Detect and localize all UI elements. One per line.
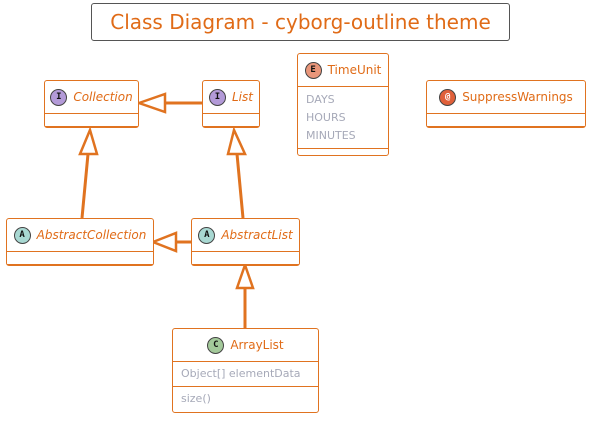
fields-section: Object[] elementData [173, 361, 318, 386]
class-header: C ArrayList [173, 329, 318, 361]
arrowhead-arraylist-abstractlist [235, 261, 255, 290]
class-name: ArrayList [230, 338, 284, 352]
edge-abstractlist-list [235, 153, 245, 219]
methods-section [203, 126, 259, 139]
abstract-icon: A [13, 226, 31, 244]
arrowhead-list-collection [135, 92, 167, 114]
interface-icon: I [50, 88, 68, 106]
annotation-icon: @ [439, 88, 457, 106]
methods-section [427, 126, 585, 139]
class-header: E TimeUnit [298, 54, 388, 86]
methods-section [7, 264, 153, 277]
class-name: Collection [73, 90, 133, 104]
fields-section [203, 113, 259, 126]
fields-section [427, 113, 585, 126]
class-header: I List [203, 81, 259, 113]
class-name: List [232, 90, 253, 104]
class-name: SuppressWarnings [462, 90, 573, 104]
enum-value: DAYS [306, 93, 335, 106]
class-abstractcollection[interactable]: A AbstractCollection [6, 218, 154, 266]
class-list[interactable]: I List [202, 80, 260, 128]
edge-abstractcollection-collection [80, 153, 90, 219]
class-name: AbstractCollection [36, 228, 147, 242]
class-collection[interactable]: I Collection [44, 80, 139, 128]
methods-section [298, 148, 388, 161]
arrowhead-abstractcollection-collection [78, 126, 99, 156]
class-arraylist[interactable]: C ArrayList Object[] elementData size() [172, 328, 319, 413]
interface-icon: I [209, 88, 226, 106]
class-header: A AbstractList [192, 219, 299, 251]
class-header: @ SuppressWarnings [427, 81, 585, 113]
method: size() [181, 392, 211, 405]
class-name: TimeUnit [327, 63, 382, 77]
enum-icon: E [304, 61, 322, 79]
diagram-title-box: Class Diagram - cyborg-outline theme [91, 3, 510, 41]
abstract-icon: A [198, 226, 216, 244]
annotation-suppresswarnings[interactable]: @ SuppressWarnings [426, 80, 586, 128]
fields-section [192, 251, 299, 264]
class-name: AbstractList [221, 228, 293, 242]
diagram-title: Class Diagram - cyborg-outline theme [110, 10, 491, 34]
enum-value: HOURS [306, 111, 346, 124]
enum-timeunit[interactable]: E TimeUnit DAYS HOURS MINUTES [297, 53, 389, 156]
class-abstractlist[interactable]: A AbstractList [191, 218, 300, 266]
arrowhead-abstractlist-abstractcollection [149, 231, 178, 253]
class-header: I Collection [45, 81, 138, 113]
fields-section [45, 113, 138, 126]
class-header: A AbstractCollection [7, 219, 153, 251]
class-icon: C [207, 336, 225, 354]
methods-section [192, 264, 299, 277]
arrowhead-abstractlist-list [226, 126, 247, 156]
fields-section [7, 251, 153, 264]
enum-value: MINUTES [306, 129, 356, 142]
methods-section [45, 126, 138, 139]
methods-section: size() [173, 386, 318, 411]
enum-values-section: DAYS HOURS MINUTES [298, 86, 388, 148]
field: Object[] elementData [181, 367, 301, 380]
